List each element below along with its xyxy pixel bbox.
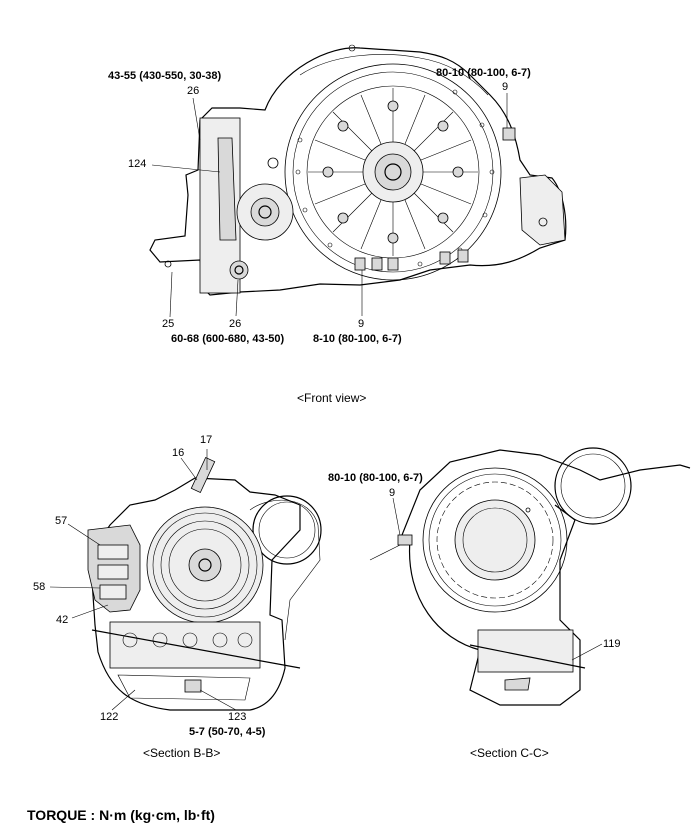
caption-front-view: <Front view> xyxy=(297,391,367,405)
section-cc-drawing xyxy=(369,447,691,706)
torque-label-front-bottom-left: 60-68 (600-680, 43-50) xyxy=(171,333,285,345)
part-number-58: 58 xyxy=(33,581,46,593)
part-number-119: 119 xyxy=(603,638,621,650)
caption-section-bb: <Section B-B> xyxy=(143,746,221,760)
torque-label-section-bb: 5-7 (50-70, 4-5) xyxy=(189,726,266,738)
part-number-9-section-cc: 9 xyxy=(389,487,396,499)
front-view-drawing xyxy=(149,44,567,318)
part-number-16: 16 xyxy=(172,447,185,459)
part-number-9-top: 9 xyxy=(502,81,509,93)
torque-label-front-top-left: 43-55 (430-550, 30-38) xyxy=(108,70,222,82)
part-number-17: 17 xyxy=(200,434,213,446)
part-number-124: 124 xyxy=(128,158,147,170)
caption-section-cc: <Section C-C> xyxy=(470,746,549,760)
part-number-122: 122 xyxy=(100,711,119,723)
part-number-26-bottom: 26 xyxy=(229,318,242,330)
part-number-25: 25 xyxy=(162,318,175,330)
torque-label-front-top-right: 80-10 (80-100, 6-7) xyxy=(436,67,531,79)
torque-units-legend: TORQUE : N·m (kg·cm, lb·ft) xyxy=(27,807,215,823)
torque-label-front-bottom-right: 8-10 (80-100, 6-7) xyxy=(313,333,402,345)
section-bb-drawing xyxy=(49,449,322,711)
part-number-57: 57 xyxy=(55,515,68,527)
part-number-26-top: 26 xyxy=(187,85,200,97)
part-number-123: 123 xyxy=(228,711,247,723)
part-number-9-bottom: 9 xyxy=(358,318,365,330)
part-number-42: 42 xyxy=(56,614,69,626)
torque-label-section-cc: 80-10 (80-100, 6-7) xyxy=(328,472,423,484)
